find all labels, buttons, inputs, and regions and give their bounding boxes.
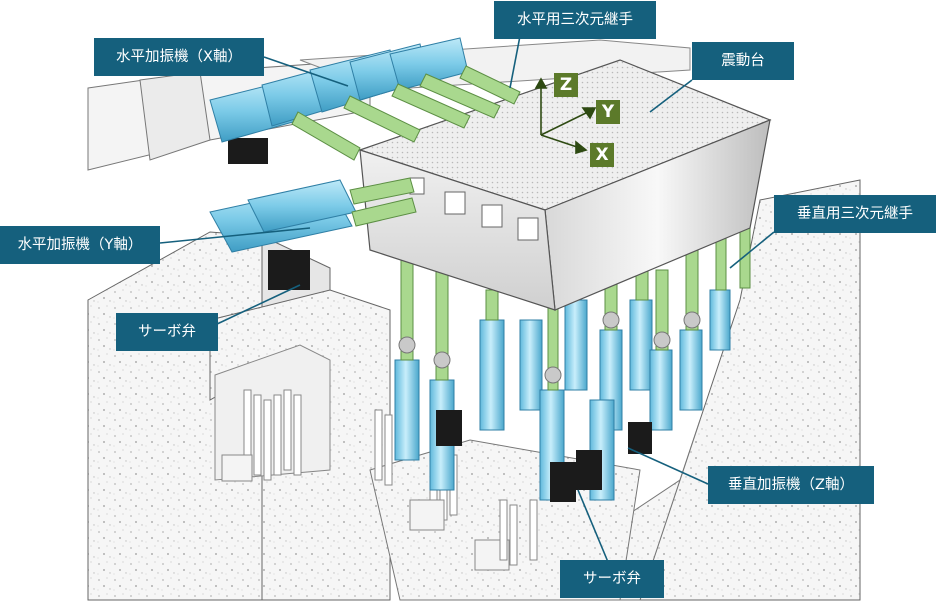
- leader-lines: [159, 35, 775, 563]
- axis-x-badge: X: [590, 143, 614, 167]
- vertical-actuators: [394, 289, 731, 501]
- label-servo-valve-bottom: サーボ弁: [560, 560, 664, 598]
- label-horizontal-actuator-y: 水平加振機（Y軸）: [0, 226, 160, 264]
- label-vertical-3d-joint: 垂直用三次元継手: [774, 195, 936, 233]
- horizontal-joints-y: [349, 177, 417, 227]
- label-horizontal-3d-joint: 水平用三次元継手: [494, 1, 656, 39]
- left-concrete-pit: [87, 231, 391, 601]
- label-servo-valve-left: サーボ弁: [116, 313, 218, 351]
- horizontal-joints-x: [291, 65, 521, 161]
- axis-y-badge: Y: [596, 100, 620, 124]
- axis-arrows: [534, 77, 597, 155]
- label-vertical-actuator-z: 垂直加振機（Z軸）: [708, 466, 874, 504]
- servo-valves: [228, 138, 652, 502]
- label-horizontal-actuator-x: 水平加振機（X軸）: [94, 38, 264, 76]
- label-shake-table: 震動台: [692, 42, 794, 80]
- axis-z-badge: Z: [554, 73, 578, 97]
- horizontal-actuators-y: [209, 179, 357, 253]
- vertical-joints: [398, 227, 751, 391]
- hydraulic-pipes-left: [221, 389, 302, 482]
